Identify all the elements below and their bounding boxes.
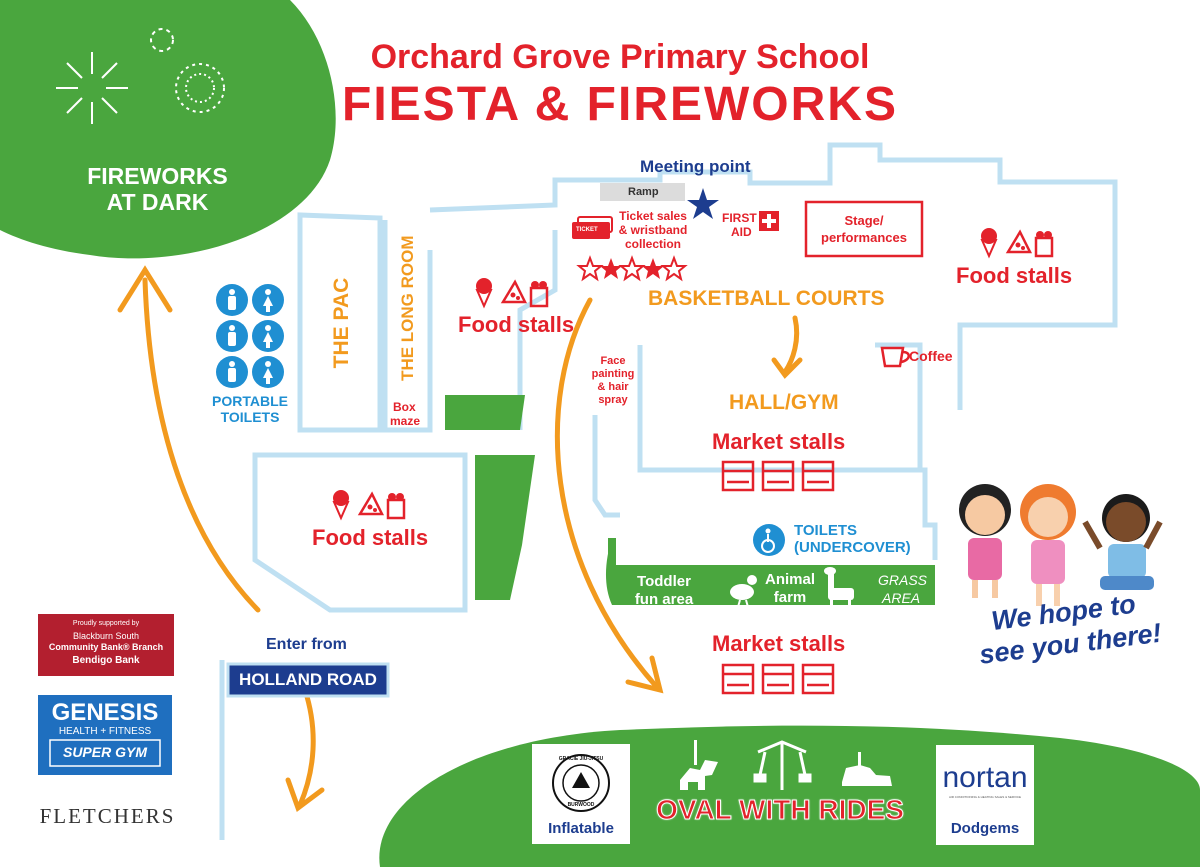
gracie-logo [552,754,610,812]
bendigo-card [38,614,174,676]
portable-toilets-line2: TOILETS [220,409,280,425]
long-room-label: THE LONG ROOM [398,235,418,381]
market-stalls-outside: Market stalls [712,631,846,656]
ramp-label: Ramp [628,186,659,198]
genesis-line2: HEALTH + FITNESS [58,726,152,737]
stage-box [804,200,924,258]
genesis-card [38,695,172,775]
face-painting-line4: spray [598,394,628,406]
oval-with-rides-label: OVAL WITH RIDES [656,794,905,825]
accessible-toilet-icon [753,524,785,556]
meeting-point-star-icon [687,188,719,219]
food-icons [332,228,1054,521]
green-path [445,395,525,430]
nortan-logo-text: nortan [942,761,1028,794]
face-painting-line3: & hair [597,381,629,393]
building-outlines [219,142,1118,840]
animal-farm-line2: farm [773,589,807,606]
inflatable-card [532,744,630,844]
stars-decoration [576,255,688,282]
stage-line2: performances [821,230,907,245]
green-path-2 [475,455,535,600]
coffee-label: Coffee [909,348,953,364]
basketball-courts-label: BASKETBALL COURTS [648,287,885,310]
holland-road-label: HOLLAND ROAD [239,670,377,689]
event-title: FIESTA & FIREWORKS [342,78,898,131]
fireworks-label-line1: FIREWORKS [87,163,228,189]
fireworks-icon [56,28,225,124]
genesis-line1: GENESIS [51,699,159,726]
fireworks-label-line2: AT DARK [106,189,209,215]
grass-area-line2: AREA [882,590,921,606]
genesis-line3: SUPER GYM [62,744,147,760]
llama-icon [824,567,854,608]
bendigo-line4: Bendigo Bank [72,655,140,666]
hall-gym-label: HALL/GYM [729,391,839,414]
portable-toilets-line1: PORTABLE [212,393,288,409]
swing-ride-icon [753,740,812,790]
ticket-icon-text: TICKET [576,227,598,233]
chicken-icon [730,575,757,608]
long-room-wrap: THE LONG ROOM [338,235,478,380]
bendigo-line1: Proudly supported by [72,620,140,627]
gracie-top-text: GRACIE JIU-JITSU [558,756,604,762]
coffee-icon [880,346,910,368]
fletchers-logo: FLETCHERS [39,804,176,828]
ticket-line1: Ticket sales [619,209,687,223]
portable-toilets-icon [216,284,284,388]
children-illustration [959,484,1163,606]
market-stalls-hall: Market stalls [712,429,846,454]
toilets-undercover-line1: TOILETS [794,522,858,539]
ticket-icon [572,216,613,239]
toddler-line2: fun area [634,591,694,608]
dodgems-label: Dodgems [950,820,1020,837]
first-aid-line2: AID [731,225,752,239]
box-maze-line2: maze [390,414,421,428]
bumper-car-icon [842,752,892,786]
food-stalls-left: Food stalls [312,525,429,550]
fireworks-green-area [0,0,336,259]
stage-line1: Stage/ [844,213,884,228]
ticket-line2: & wristband [618,223,688,237]
carousel-horse-icon [680,740,718,790]
food-stalls-centre: Food stalls [458,312,575,337]
toddler-line1: Toddler [637,573,691,590]
inflatable-label: Inflatable [548,820,614,837]
bendigo-line2: Blackburn South [72,631,140,641]
holland-road-sign [226,662,390,698]
box-maze-line1: Box [393,400,416,414]
arrows [117,265,803,813]
ticket-line3: collection [624,237,681,251]
grass-area-line1: GRASS [878,572,928,588]
animal-farm-line1: Animal [764,571,815,588]
bendigo-line3: Community Bank® Branch [48,642,164,652]
first-aid-icon [759,211,779,231]
school-name: Orchard Grove Primary School [370,38,870,76]
dodgems-card [936,745,1034,845]
face-painting-line2: painting [591,368,635,380]
food-stalls-right: Food stalls [956,263,1073,288]
enter-from-label: Enter from [266,636,347,653]
toilets-undercover-line2: (UNDERCOVER) [794,539,911,556]
gracie-bottom-text: BURWOOD [567,802,595,808]
grass-strip [605,538,935,605]
nortan-sub-text: AIR CONDITIONING & HEATING SALES & SERVI… [948,795,1022,799]
face-painting-line1: Face [600,355,626,367]
ramp [600,183,685,201]
market-stall-icons [721,460,835,695]
first-aid-line1: FIRST [722,211,757,225]
meeting-point-label: Meeting point [640,157,751,176]
